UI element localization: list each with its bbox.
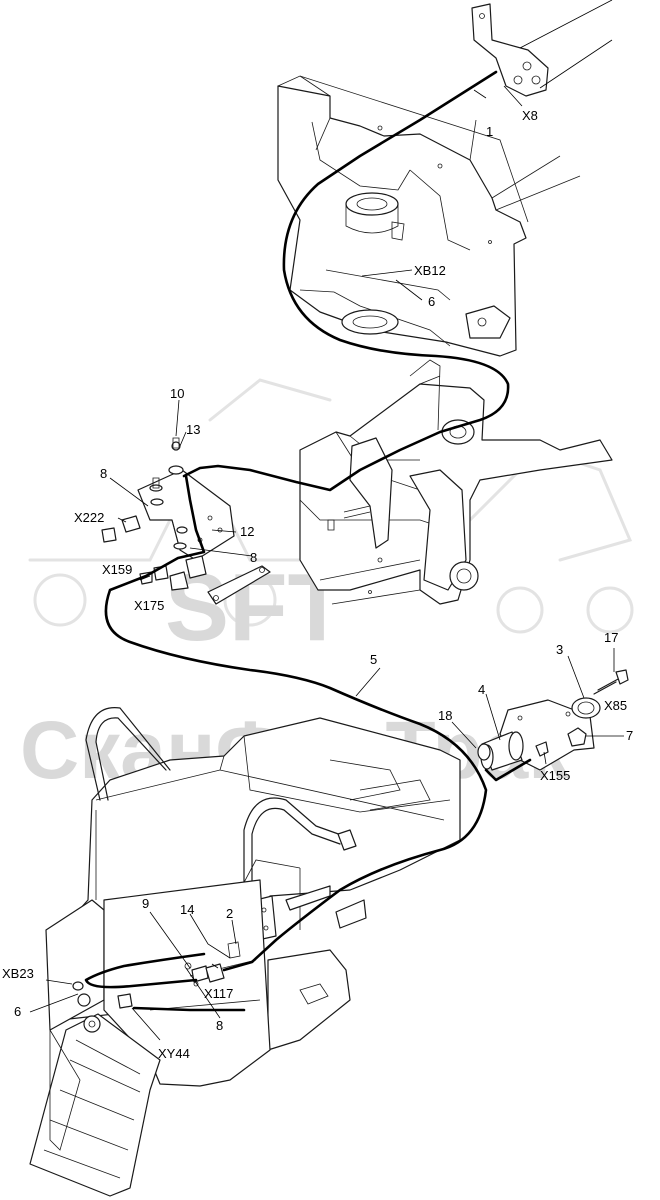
callout-9: 9 <box>142 896 149 911</box>
connector-xb23: XB23 <box>2 966 34 981</box>
callout-2: 2 <box>226 906 233 921</box>
connector-x159: X159 <box>102 562 132 577</box>
connector-x155: X155 <box>540 768 570 783</box>
callout-8-mid: 8 <box>250 550 257 565</box>
callout-12: 12 <box>240 524 254 539</box>
callout-10: 10 <box>170 386 184 401</box>
callout-5: 5 <box>370 652 377 667</box>
connector-xb12: XB12 <box>414 263 446 278</box>
sensor-bracket-assembly <box>477 669 629 771</box>
connector-x117: X117 <box>204 986 233 1001</box>
wire-relay-to-cab <box>104 474 488 972</box>
boom-bracket-assembly <box>277 75 581 357</box>
callout-4: 4 <box>478 682 485 697</box>
top-bracket <box>471 0 613 97</box>
callout-8-left: 8 <box>100 466 107 481</box>
connector-xy44: XY44 <box>158 1046 190 1061</box>
connector-labels: X8 XB12 X222 X159 X175 X85 X155 X117 XB2… <box>2 108 627 1061</box>
callout-labels: 1 6 10 13 8 12 8 5 3 17 4 18 7 9 14 2 6 … <box>14 124 633 1033</box>
callout-6-top: 6 <box>428 294 435 309</box>
wire-harness <box>84 70 532 1012</box>
callout-17: 17 <box>604 630 618 645</box>
callout-18: 18 <box>438 708 452 723</box>
wire-lower-front <box>132 1006 246 1012</box>
callout-6-bottom: 6 <box>14 1004 21 1019</box>
relay-bracket-assembly <box>101 437 271 605</box>
callout-7: 7 <box>626 728 633 743</box>
callout-8-bottom: 8 <box>216 1018 223 1033</box>
connector-x85: X85 <box>604 698 627 713</box>
wire-top-to-boom <box>182 70 510 492</box>
boom-lower-structure <box>299 359 613 605</box>
callout-14: 14 <box>180 902 194 917</box>
leader-lines <box>29 85 624 1041</box>
callout-13: 13 <box>186 422 200 437</box>
connector-x175: X175 <box>134 598 164 613</box>
connector-x222: X222 <box>74 510 104 525</box>
callout-3: 3 <box>556 642 563 657</box>
wire-cab-sensors <box>84 952 206 989</box>
wire-sensor-loop <box>484 758 532 782</box>
cab-platform-assembly <box>29 707 461 1197</box>
callout-1: 1 <box>486 124 493 139</box>
connector-x8: X8 <box>522 108 538 123</box>
